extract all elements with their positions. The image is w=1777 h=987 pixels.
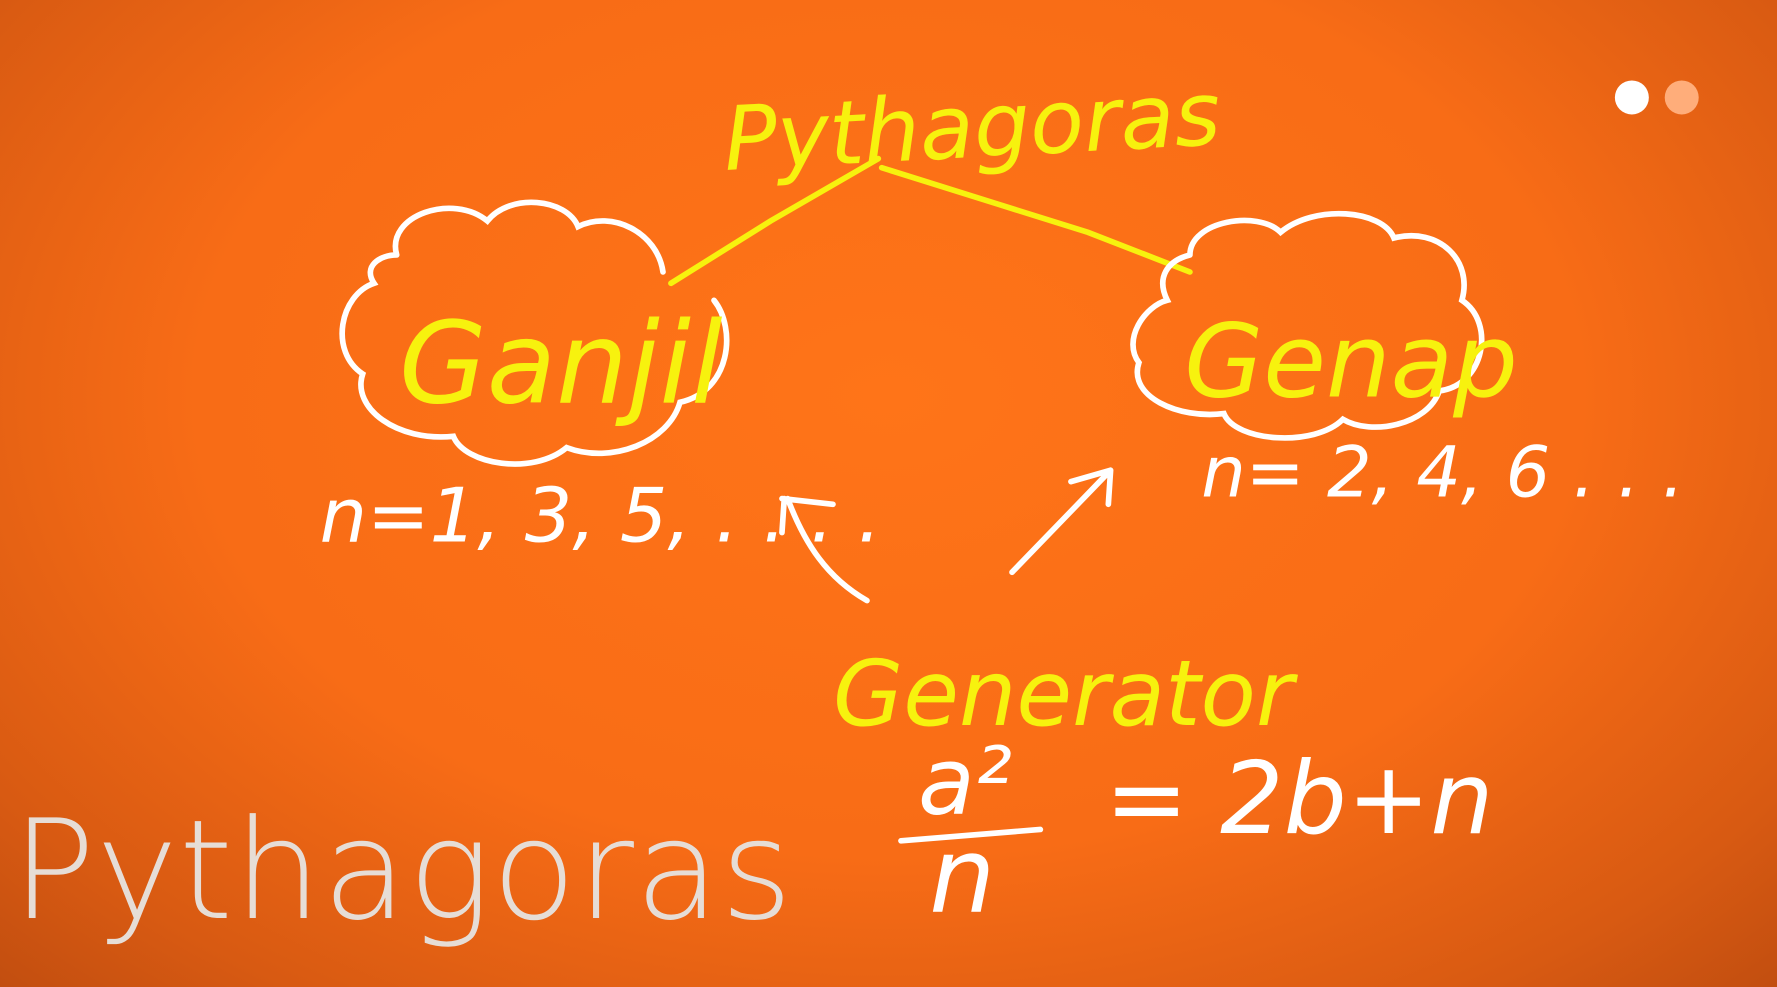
top-label: Pythagoras — [721, 62, 1223, 191]
even-sequence: n= 2, 4, 6 . . . — [1201, 431, 1684, 513]
right-cloud-label: Genap — [1184, 303, 1518, 422]
formula-rhs: = 2b+n — [1105, 740, 1494, 857]
formula-denominator: n — [929, 815, 995, 937]
left-cloud-label: Ganjil — [399, 297, 722, 429]
generator-label: Generator — [833, 642, 1298, 747]
cloud-right — [1130, 210, 1485, 441]
formula-numerator: a² — [918, 728, 1012, 836]
slide-title: Pythagoras — [12, 790, 794, 951]
connector-line-right — [878, 164, 1193, 275]
fraction-bar — [898, 826, 1044, 844]
arrow-to-odd — [779, 495, 870, 604]
pagination-dot[interactable] — [1664, 80, 1699, 115]
pagination-dot-active[interactable] — [1614, 80, 1649, 115]
connector-line-left — [668, 155, 882, 287]
cloud-left — [339, 199, 730, 467]
arrow-to-even — [1009, 467, 1114, 576]
odd-sequence: n=1, 3, 5, . . . . — [320, 473, 882, 560]
